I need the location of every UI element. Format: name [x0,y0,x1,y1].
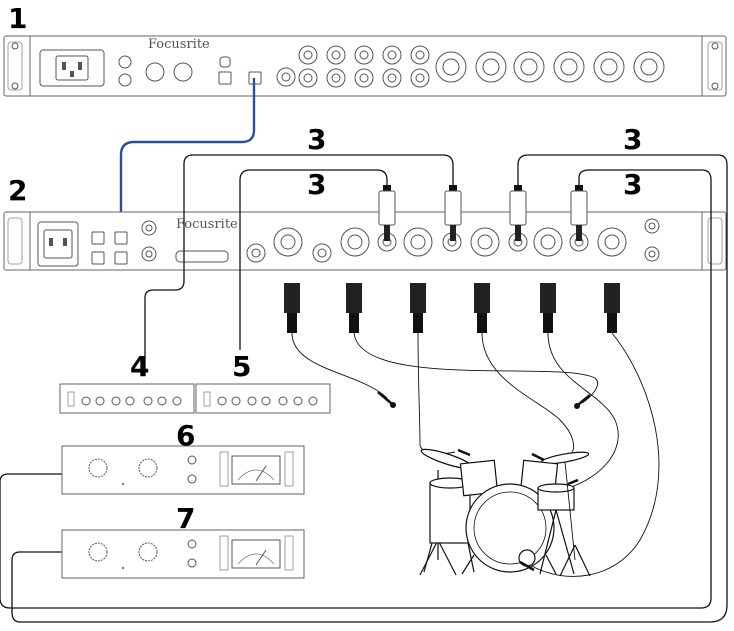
drum-kit-icon [419,448,591,577]
rack-unit-4-5 [59,383,331,414]
xlr-plug-icon [410,283,426,333]
callout-3d: 3 [623,168,642,201]
interface-unit-2: Focusrite [3,211,727,271]
xlr-plug-icon [474,283,490,333]
interface-unit-1: Focusrite [3,35,727,97]
callout-6: 6 [176,419,195,452]
trs-plug-icon [570,185,588,241]
callout-4: 4 [130,350,149,383]
microphone-icon [457,448,471,457]
vu-meter-icon [237,549,275,566]
callout-2: 2 [8,174,27,207]
xlr-plug-icon [346,283,362,333]
callout-3b: 3 [307,168,326,201]
brand-middle: Focusrite [176,217,238,232]
microphone-icon [574,394,591,409]
xlr-plug-icon [540,283,556,333]
mic-inputs [435,51,665,83]
trs-plug-icon [378,185,396,241]
callout-7: 7 [176,502,195,535]
microphone-icon [531,452,545,462]
callout-3a: 3 [307,123,326,156]
microphone-icon [519,560,535,572]
xlr-cables [284,283,660,577]
xlr-plug-icon [284,283,300,333]
callout-5: 5 [232,350,251,383]
brand-top: Focusrite [148,37,210,52]
microphone-icon [377,391,396,408]
callout-1: 1 [8,2,27,35]
vu-meter-icon [237,465,275,482]
xlr-plug-icon [604,283,620,333]
microphone-icon [567,478,579,486]
trs-plug-icon [509,185,527,241]
line-outputs [298,45,430,88]
insert-cables [0,154,728,623]
callout-3c: 3 [623,123,642,156]
rack-unit-7 [61,529,305,579]
optical-cable [119,78,256,238]
trs-plug-icon [444,185,462,241]
rack-unit-6 [61,445,305,495]
power-inlet-icon [37,221,79,267]
power-inlet-icon [39,49,105,87]
